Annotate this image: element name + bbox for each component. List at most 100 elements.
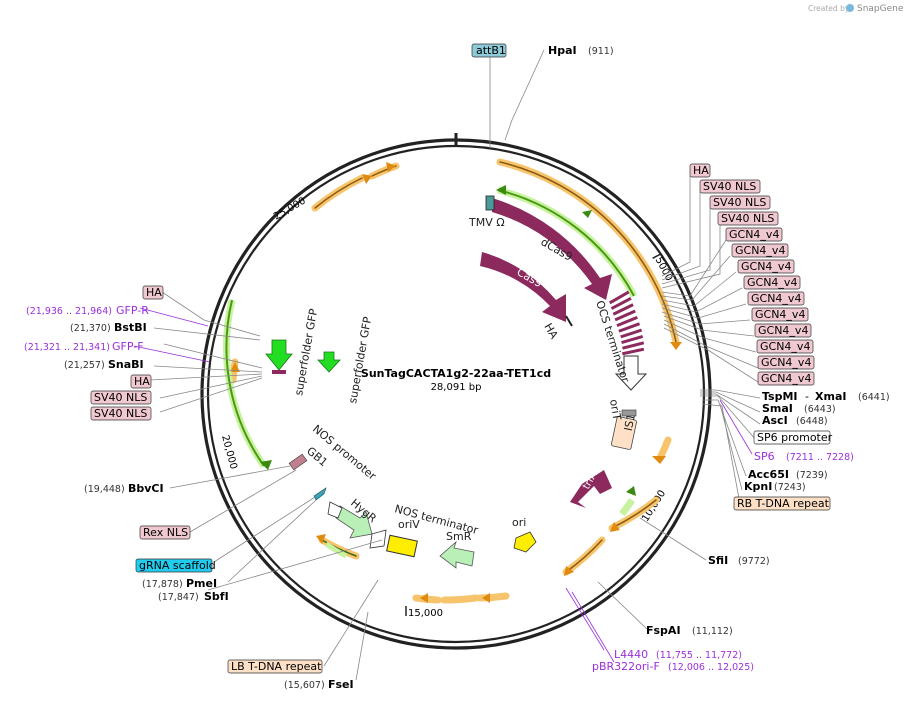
primer-lines bbox=[133, 307, 753, 663]
svg-text:Acc65I: Acc65I bbox=[748, 468, 789, 481]
nos-terminator-arrow bbox=[369, 529, 387, 549]
site-asci: AscI (6448) bbox=[762, 414, 828, 427]
sfgfp-arrow-2 bbox=[317, 351, 341, 373]
svg-text:SV40 NLS: SV40 NLS bbox=[713, 196, 766, 209]
plasmid-name: SunTagCACTA1g2-22aa-TET1cd bbox=[361, 367, 551, 380]
svg-text:GCN4_v4: GCN4_v4 bbox=[761, 356, 811, 369]
site-fspai: FspAI (11,112) bbox=[646, 624, 733, 637]
primer-gfp-r: (21,936 .. 21,964) GFP-R bbox=[26, 304, 149, 317]
svg-text:(19,448): (19,448) bbox=[84, 484, 125, 495]
sv40-box-left-2: SV40 NLS bbox=[90, 406, 152, 421]
smr-label: SmR bbox=[446, 530, 472, 543]
green-arrowheads bbox=[260, 185, 636, 496]
svg-text:(12,006 .. 12,025): (12,006 .. 12,025) bbox=[668, 662, 754, 673]
svg-text:GCN4_v4: GCN4_v4 bbox=[760, 340, 810, 353]
svg-text:SbfI: SbfI bbox=[204, 590, 229, 603]
svg-text:(11,112): (11,112) bbox=[692, 626, 733, 637]
gcn4-box-2: GCN4_v4 bbox=[731, 243, 789, 258]
gcn4-box-7: GCN4_v4 bbox=[754, 323, 812, 338]
site-sbfi: (17,847) SbfI bbox=[158, 590, 229, 603]
svg-text:XmaI: XmaI bbox=[815, 390, 846, 403]
smr-arrow bbox=[439, 540, 475, 569]
svg-text:SP6: SP6 bbox=[754, 450, 775, 463]
svg-text:FseI: FseI bbox=[328, 678, 354, 691]
leader-lines bbox=[149, 49, 761, 681]
sfgfp-label-1: superfolder GFP bbox=[292, 307, 320, 396]
ha-box-left-2: HA bbox=[130, 374, 152, 389]
site-snabi: (21,257) SnaBI bbox=[64, 358, 144, 371]
svg-text:GCN4_v4: GCN4_v4 bbox=[729, 228, 779, 241]
svg-text:L4440: L4440 bbox=[614, 648, 648, 661]
is1-label: IS1 bbox=[622, 413, 638, 433]
svg-text:HA: HA bbox=[134, 375, 150, 388]
svg-text:-: - bbox=[805, 390, 809, 403]
attb1-box: attB1 bbox=[471, 43, 507, 58]
nos-promoter-arrow bbox=[327, 501, 343, 519]
green-arcs bbox=[222, 186, 638, 559]
svg-text:AscI: AscI bbox=[762, 414, 788, 427]
svg-text:(21,936 .. 21,964): (21,936 .. 21,964) bbox=[26, 306, 112, 317]
tmv-label: TMV Ω bbox=[468, 216, 505, 229]
ha-box-top: HA bbox=[689, 163, 711, 178]
sfgfp-label-2: superfolder GFP bbox=[346, 315, 374, 404]
ha-left-block bbox=[272, 370, 286, 374]
site-smai: SmaI (6443) bbox=[762, 402, 836, 415]
svg-text:attB1: attB1 bbox=[476, 44, 506, 57]
snapgene-logo-icon bbox=[846, 4, 854, 12]
svg-text:GFP-F: GFP-F bbox=[112, 340, 144, 353]
cas9-arrow bbox=[480, 252, 566, 322]
svg-text:(6441): (6441) bbox=[858, 392, 890, 403]
svg-text:(21,257): (21,257) bbox=[64, 360, 105, 371]
ocs-terminator-arrow bbox=[614, 355, 648, 391]
tmv-block bbox=[485, 195, 495, 211]
svg-text:GCN4_v4: GCN4_v4 bbox=[735, 244, 785, 257]
svg-text:GCN4_v4: GCN4_v4 bbox=[751, 292, 801, 305]
svg-text:pBR322ori-F: pBR322ori-F bbox=[592, 660, 660, 673]
svg-text:(17,847): (17,847) bbox=[158, 592, 199, 603]
site-acc65i: Acc65I (7239) bbox=[748, 468, 828, 481]
primer-pbr322ori-f: pBR322ori-F (12,006 .. 12,025) bbox=[592, 660, 754, 673]
sv40-box-left-1: SV40 NLS bbox=[90, 390, 152, 405]
dcas9-arrow bbox=[492, 198, 612, 300]
svg-text:FspAI: FspAI bbox=[646, 624, 681, 637]
svg-text:GCN4_v4: GCN4_v4 bbox=[755, 308, 805, 321]
oriv-label: oriV bbox=[398, 518, 420, 531]
svg-text:(9772): (9772) bbox=[738, 556, 770, 567]
gcn4-box-1: GCN4_v4 bbox=[725, 227, 783, 242]
ha-label: HA bbox=[541, 321, 560, 342]
svg-text:(21,321 .. 21,341): (21,321 .. 21,341) bbox=[24, 342, 110, 353]
primer-l4440: L4440 (11,755 .. 11,772) bbox=[614, 648, 742, 661]
gcn4-box-6: GCN4_v4 bbox=[751, 307, 809, 322]
site-hpai: HpaI (911) bbox=[548, 44, 614, 57]
svg-text:HA: HA bbox=[693, 164, 709, 177]
sv40-box-1: SV40 NLS bbox=[699, 179, 761, 194]
svg-text:Rex NLS: Rex NLS bbox=[143, 526, 188, 539]
gcn4-box-9: GCN4_v4 bbox=[757, 355, 815, 370]
gcn4-box-5: GCN4_v4 bbox=[747, 291, 805, 306]
sfgfp-arrow-1 bbox=[265, 339, 293, 371]
svg-text:SnaBI: SnaBI bbox=[108, 358, 144, 371]
rex-nls-box: Rex NLS bbox=[139, 525, 191, 540]
site-bstbi: (21,370) BstBI bbox=[70, 321, 147, 334]
svg-text:HA: HA bbox=[146, 286, 162, 299]
svg-text:SmaI: SmaI bbox=[762, 402, 793, 415]
site-sfii: SfiI (9772) bbox=[708, 554, 770, 567]
svg-text:(17,878): (17,878) bbox=[142, 579, 183, 590]
trfa-arrow bbox=[570, 470, 612, 508]
svg-text:SV40 NLS: SV40 NLS bbox=[94, 407, 147, 420]
site-fsei: (15,607) FseI bbox=[284, 678, 354, 691]
svg-text:BstBI: BstBI bbox=[114, 321, 147, 334]
site-tspmi-xmai: TspMI - XmaI (6441) bbox=[762, 390, 890, 403]
svg-text:(911): (911) bbox=[588, 46, 614, 57]
orange-arrowheads bbox=[230, 162, 682, 603]
site-kpni: KpnI (7243) bbox=[744, 480, 806, 493]
tick-15000: 15,000 bbox=[405, 606, 443, 619]
plasmid-length: 28,091 bp bbox=[431, 382, 482, 393]
svg-text:RB T-DNA repeat: RB T-DNA repeat bbox=[737, 497, 830, 510]
oriv-block bbox=[386, 534, 418, 558]
svg-text:GCN4_v4: GCN4_v4 bbox=[758, 324, 808, 337]
grna-scaffold-box: gRNA scaffold bbox=[135, 558, 216, 573]
svg-text:(6443): (6443) bbox=[804, 404, 836, 415]
tick-20000: 20,000 bbox=[219, 434, 239, 471]
gcn4-box-10: GCN4_v4 bbox=[757, 371, 815, 386]
